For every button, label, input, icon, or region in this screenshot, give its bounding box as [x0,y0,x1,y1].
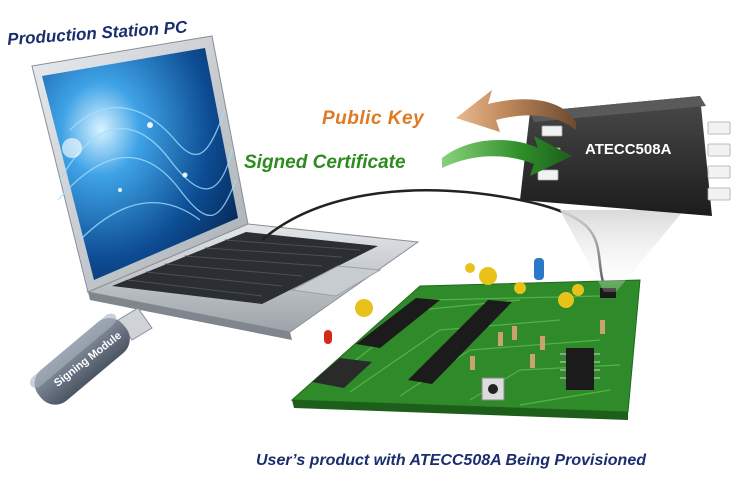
circuit-board-icon [290,258,641,420]
chip-icon [520,96,731,216]
zoom-beam [560,210,684,292]
arrow-left-icon [456,90,576,132]
usb-stick-icon [29,307,153,405]
laptop-icon [31,35,420,340]
footer-caption: User’s product with ATECC508A Being Prov… [256,452,646,469]
signed-certificate-label: Signed Certificate [244,152,406,173]
public-key-label: Public Key [322,108,425,129]
chip-label: ATECC508A [585,141,672,158]
arrow-right-icon [442,136,572,176]
